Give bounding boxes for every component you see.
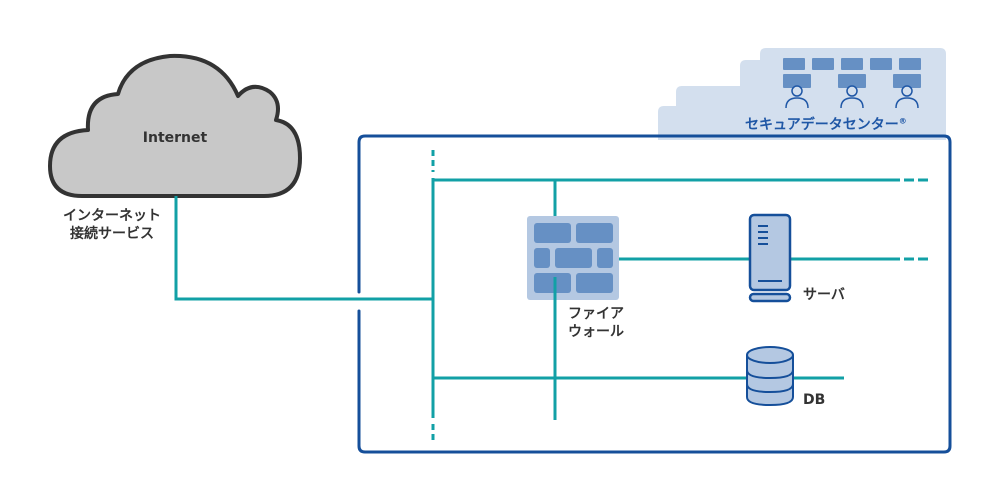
server-icon bbox=[748, 213, 792, 303]
internet-service-label: インターネット 接続サービス bbox=[52, 207, 172, 243]
datacenter-label: セキュアデータセンター® bbox=[745, 114, 907, 134]
firewall-label: ファイア ウォール bbox=[568, 305, 624, 341]
firewall-icon bbox=[527, 216, 619, 300]
server-label: サーバ bbox=[803, 287, 845, 303]
firewall-line1: ファイア bbox=[568, 306, 624, 322]
firewall-line2: ウォール bbox=[568, 324, 624, 340]
link-internet-to-core bbox=[174, 196, 433, 301]
internet-service-line1: インターネット bbox=[63, 208, 161, 224]
db-label: DB bbox=[803, 392, 826, 408]
datacenter-label-text: セキュアデータセンター bbox=[745, 117, 899, 133]
datacenter-operators-icon bbox=[783, 58, 921, 109]
internet-cloud bbox=[48, 53, 302, 198]
internet-service-line2: 接続サービス bbox=[70, 226, 154, 242]
internet-label: Internet bbox=[142, 130, 208, 146]
registered-mark: ® bbox=[898, 116, 907, 126]
secure-boundary bbox=[357, 134, 952, 454]
datacenter-background bbox=[658, 48, 946, 140]
database-icon bbox=[746, 346, 794, 407]
